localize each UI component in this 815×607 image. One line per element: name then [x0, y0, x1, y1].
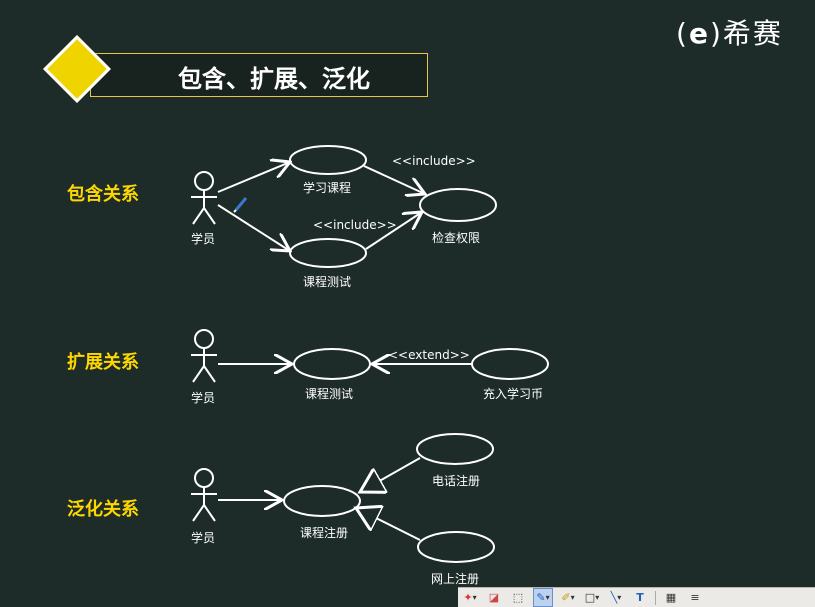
brand-logo: (e)希赛: [676, 12, 783, 52]
use-case-label-recharge: 充入学习币: [483, 387, 544, 401]
actor-label-extend: 学员: [191, 391, 216, 405]
assoc-learn: [217, 162, 290, 193]
annotation-toolbar: ✦▾ ◪ ⬚ ✎▾ ✐▾ □▾ ╲▾ T ▦ ≡: [458, 587, 815, 607]
line-icon[interactable]: ╲▾: [610, 591, 622, 604]
section-label-include: 包含关系: [67, 184, 139, 205]
use-case-learn: [289, 145, 367, 175]
eraser-icon[interactable]: ◪: [488, 591, 500, 604]
text-icon[interactable]: T: [631, 589, 649, 606]
section-label-extend: 扩展关系: [67, 352, 139, 373]
use-case-recharge: [471, 348, 549, 380]
actor-label-include: 学员: [191, 232, 216, 246]
toolbar-separator: [655, 590, 656, 605]
use-case-label-phone-register: 电话注册: [432, 474, 481, 488]
assoc-test: [217, 204, 290, 251]
stereotype-extend: <<extend>>: [388, 348, 470, 362]
use-case-label-test-extend: 课程测试: [305, 387, 354, 401]
use-case-label-register: 课程注册: [300, 526, 349, 540]
actor-generalize: [191, 468, 217, 522]
include-top-arrow: [363, 165, 425, 194]
highlighter-icon[interactable]: ✐▾: [561, 591, 575, 604]
use-case-check: [419, 188, 497, 222]
title-banner: [90, 53, 428, 97]
menu-icon[interactable]: ≡: [690, 591, 700, 604]
use-case-label-test-include: 课程测试: [303, 275, 352, 289]
rectangle-icon[interactable]: □▾: [584, 591, 600, 604]
stereotype-include-top: <<include>>: [392, 154, 476, 168]
use-case-label-web-register: 网上注册: [431, 572, 480, 586]
include-bottom-arrow: [365, 212, 422, 250]
text-tool-glyph: T: [636, 591, 644, 604]
use-case-test-extend: [293, 348, 371, 380]
pen-cursor-icon: [233, 197, 248, 213]
slide-title: 包含、扩展、泛化: [178, 65, 370, 93]
actor-label-generalize: 学员: [191, 531, 216, 545]
logo-text: 希赛: [722, 17, 783, 50]
use-case-register: [283, 485, 361, 517]
select-icon[interactable]: ⬚: [512, 591, 524, 604]
generalize-top-arrow: [360, 457, 421, 492]
pointer-icon[interactable]: ✦▾: [463, 591, 477, 604]
use-case-label-learn: 学习课程: [303, 181, 352, 195]
section-label-generalize: 泛化关系: [67, 499, 139, 520]
use-case-phone-register: [416, 433, 494, 465]
use-case-web-register: [417, 531, 495, 563]
pen-icon[interactable]: ✎▾: [533, 588, 553, 607]
stereotype-include-bottom: <<include>>: [313, 218, 397, 232]
color-icon[interactable]: ▦: [665, 591, 677, 604]
actor-include: [191, 171, 217, 225]
actor-extend: [191, 329, 217, 383]
generalize-bottom-arrow: [356, 508, 421, 541]
use-case-test-include: [289, 238, 367, 268]
use-case-label-check: 检查权限: [432, 231, 481, 245]
logo-mark-icon: (e): [676, 17, 723, 50]
